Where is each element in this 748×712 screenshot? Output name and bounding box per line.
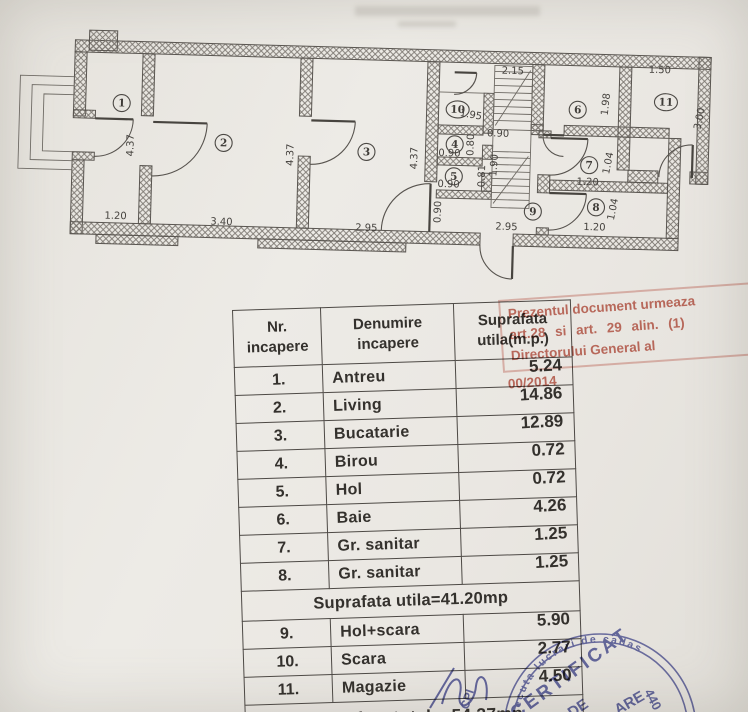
faded-ink-smudge [398, 21, 456, 27]
room-circle [445, 135, 464, 154]
blue-stamp-certificat: ecuta lucrari de cadas CERTIFICAT DE ARE… [429, 624, 696, 712]
dimension-label: 2.95 [355, 223, 378, 235]
faded-ink-smudge [355, 6, 540, 16]
dimension-label: 4.37 [125, 134, 137, 157]
room-number-cell: 11. [244, 674, 333, 706]
dimension-labels: 1.20 3.40 2.95 2.95 4.37 4.37 4.37 2.15 1.50 1.95… [104, 65, 707, 235]
dimension-label: 1.90 [488, 154, 501, 177]
room-name-cell: Bucatarie [324, 416, 458, 449]
dimension-label: 1.20 [583, 222, 606, 234]
header-denumire: Denumire incapere [320, 303, 456, 365]
dimension-label: 3.40 [210, 217, 233, 229]
stamp-inner-ring [513, 641, 687, 712]
dimension-label: 1.95 [459, 108, 483, 123]
room-number-label: 9 [529, 206, 537, 218]
room-number-cell: 4. [236, 448, 326, 480]
dimension-label: 1.04 [606, 197, 621, 221]
stamp-number: 440 [641, 686, 664, 712]
stamp-word-are: ARE [612, 688, 648, 712]
room-number-label: 11 [658, 97, 673, 109]
dimension-label: 1.20 [104, 211, 127, 223]
room-number-cell: 3. [236, 420, 325, 452]
room-number-label: 7 [585, 160, 593, 172]
room-number-cell: 6. [238, 504, 328, 536]
room-number-cell: 1. [234, 364, 324, 396]
header-nr: Nr. incapere [232, 307, 323, 368]
signature [429, 667, 488, 709]
room-number-label: 4 [451, 139, 459, 151]
stamp-word-certificat: CERTIFICAT [507, 624, 634, 712]
dimension-label: 1.98 [600, 93, 613, 116]
staircase [439, 64, 534, 209]
dimension-label: 1.20 [576, 177, 599, 189]
room-circle [568, 100, 587, 119]
room-circle [586, 198, 606, 217]
dimension-label: 0.90 [487, 128, 510, 140]
stamp-outer-ring [504, 633, 696, 712]
room-number-label: 10 [450, 104, 465, 116]
dimension-label: 3.00 [692, 107, 707, 131]
room-circle [445, 100, 470, 119]
door-swings [94, 71, 694, 280]
dimension-label: 0.90 [437, 179, 460, 191]
dimension-label: 1.50 [649, 65, 672, 77]
dimension-label: 0.90 [432, 201, 444, 224]
room-name-cell: Birou [324, 444, 459, 477]
room-number-cell: 7. [239, 532, 329, 564]
room-name-cell: Gr. sanitar [328, 556, 463, 589]
room-circle [112, 93, 131, 113]
room-number-label: 6 [574, 104, 582, 116]
room-numbers: 1 2 3 4 5 6 7 8 9 10 11 [112, 93, 679, 221]
room-name-cell: Antreu [322, 360, 457, 393]
dimension-label: 0.90 [438, 148, 461, 160]
room-number-cell: 10. [243, 646, 332, 678]
room-circle [444, 167, 463, 186]
dimension-label: 4.37 [409, 147, 421, 170]
room-circle [357, 142, 376, 161]
room-name-cell: Hol [325, 472, 460, 505]
room-number-label: 3 [363, 146, 371, 158]
red-stamp: Prezentul document urmeaza art.28 si art… [498, 281, 748, 395]
room-number-cell: 2. [235, 392, 325, 424]
room-circle [523, 202, 542, 221]
room-number-label: 1 [118, 97, 126, 109]
room-circle [214, 133, 233, 152]
stamp-word-de: DE [565, 696, 592, 712]
room-number-cell: 5. [237, 476, 327, 508]
room-name-cell: Gr. sanitar [327, 528, 462, 561]
room-number-label: 2 [220, 137, 228, 149]
walls [69, 29, 712, 253]
porch-steps [17, 74, 75, 171]
floor-plan-drawing: 1 2 3 4 5 6 7 8 9 10 11 1.20 3.40 2.95 2.95 4.37 4.37 4.… [17, 29, 712, 280]
room-number-label: 8 [592, 202, 600, 214]
room-number-label: 5 [450, 171, 458, 183]
dimension-label: 2.95 [495, 222, 518, 234]
dimension-label: 1.04 [601, 151, 616, 175]
dimension-label: 0.80 [465, 134, 477, 157]
dimension-label: 2.15 [501, 66, 524, 78]
room-number-cell: 8. [240, 560, 330, 592]
room-circle [653, 93, 679, 112]
room-number-cell: 9. [242, 618, 332, 650]
dimension-label: 4.37 [285, 144, 297, 167]
room-name-cell: Living [323, 388, 457, 421]
room-name-cell: Baie [326, 500, 461, 533]
dimension-label: 0.81 [477, 165, 489, 188]
room-circle [580, 156, 599, 175]
room-area-cell: 1.25 [461, 551, 580, 585]
